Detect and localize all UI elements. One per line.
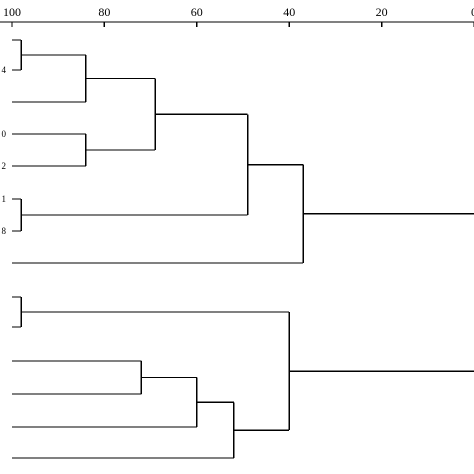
axis-tick-label: 60 [191, 5, 203, 19]
axis-tick-label: 80 [98, 5, 110, 19]
axis-tick-label: 100 [3, 5, 21, 19]
similarity-axis: 100 80 60 40 20 0 [0, 5, 474, 27]
leaf-label: 0 [2, 129, 7, 139]
axis-tick-label: 40 [283, 5, 295, 19]
axis-tick-label: 20 [376, 5, 388, 19]
leaf-label: 2 [2, 161, 7, 171]
leaf-label: 4 [2, 65, 7, 75]
dendrogram-links [12, 39, 474, 459]
leaf-labels: 4 0 2 1 8 [2, 65, 7, 236]
leaf-label: 8 [2, 226, 7, 236]
leaf-label: 1 [2, 194, 7, 204]
axis-tick-label: 0 [471, 5, 474, 19]
